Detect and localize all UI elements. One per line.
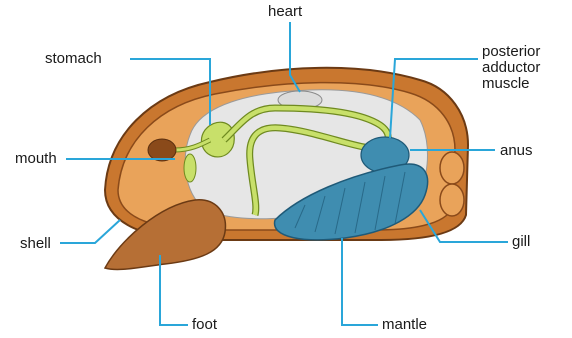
siphon-upper <box>440 152 464 184</box>
label-anus: anus <box>500 143 533 159</box>
label-mouth: mouth <box>15 151 57 167</box>
label-shell: shell <box>20 236 51 252</box>
leader-mantle <box>342 238 378 325</box>
label-stomach: stomach <box>45 51 102 67</box>
label-foot: foot <box>192 317 217 333</box>
leader-shell <box>60 220 120 243</box>
palp-shape <box>184 154 196 182</box>
label-heart: heart <box>268 4 302 20</box>
mouth-shape <box>148 139 176 161</box>
label-mantle: mantle <box>382 317 427 333</box>
label-gill: gill <box>512 234 530 250</box>
label-posterior-adductor-muscle-text: posterior adductor muscle <box>482 44 572 92</box>
siphon-lower <box>440 184 464 216</box>
leader-foot <box>160 255 188 325</box>
label-posterior-adductor-muscle: posterior adductor muscle <box>482 44 572 92</box>
